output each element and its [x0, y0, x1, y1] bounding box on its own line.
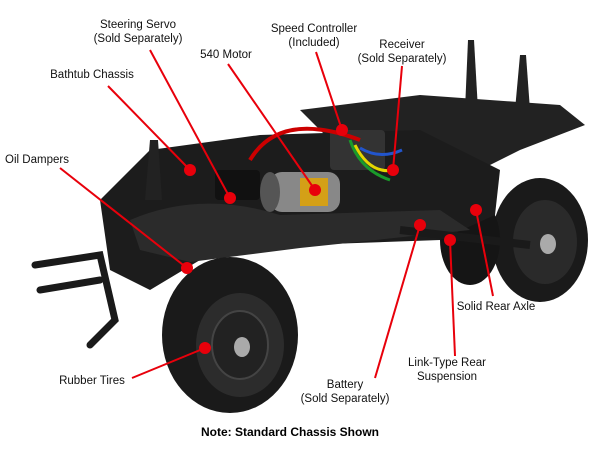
label-540-motor: 540 Motor: [200, 48, 252, 62]
label-rubber-tires: Rubber Tires: [59, 374, 125, 388]
label-speed-controller: Speed Controller (Included): [271, 22, 357, 50]
label-text: Steering Servo: [99, 19, 177, 31]
label-text: Oil Dampers: [5, 154, 69, 166]
label-text: (Sold Separately): [300, 393, 390, 405]
footnote: Note: Standard Chassis Shown: [200, 425, 380, 439]
label-text: Suspension: [416, 371, 478, 383]
label-link-type-rear-suspension: Link-Type Rear Suspension: [408, 356, 486, 384]
label-text: Speed Controller: [270, 23, 358, 35]
callout-dots: [181, 124, 482, 354]
label-steering-servo: Steering Servo (Sold Separately): [94, 18, 183, 46]
motor-shape: [260, 172, 340, 212]
label-text: 540 Motor: [200, 49, 252, 61]
label-text: (Included): [288, 37, 340, 49]
label-text: Receiver: [379, 39, 425, 51]
label-oil-dampers: Oil Dampers: [5, 153, 69, 167]
label-text: Battery: [326, 379, 364, 391]
label-bathtub-chassis: Bathtub Chassis: [50, 68, 134, 82]
label-text: Solid Rear Axle: [456, 301, 536, 313]
label-text: (Sold Separately): [93, 33, 183, 45]
label-text: Link-Type Rear: [408, 357, 486, 369]
label-battery: Battery (Sold Separately): [301, 378, 390, 406]
label-text: Rubber Tires: [59, 375, 125, 387]
callout-lines: [59, 49, 494, 379]
label-receiver: Receiver (Sold Separately): [358, 38, 447, 66]
label-text: Bathtub Chassis: [50, 69, 134, 81]
label-text: (Sold Separately): [357, 53, 447, 65]
label-solid-rear-axle: Solid Rear Axle: [457, 300, 536, 314]
front-wheel: [162, 257, 298, 413]
